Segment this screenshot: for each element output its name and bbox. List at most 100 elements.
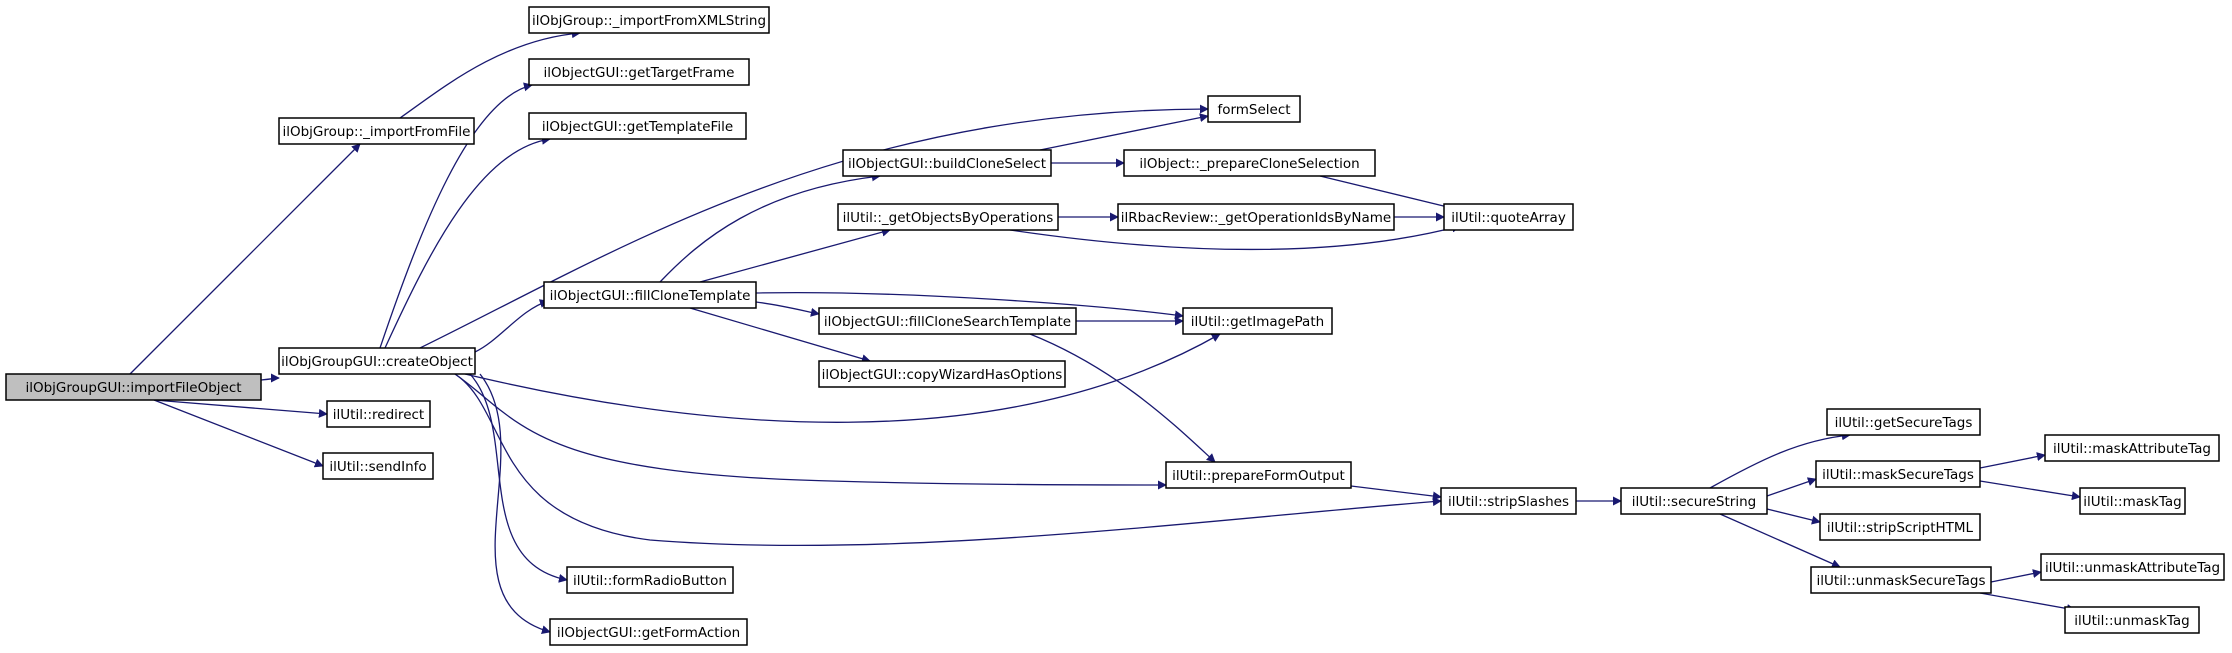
node-label: ilUtil::quoteArray <box>1451 210 1566 226</box>
edge-createObject-to-getTargetFrame <box>379 82 533 349</box>
node-label: ilUtil::stripScriptHTML <box>1827 520 1974 536</box>
graph-node-formSelect[interactable]: formSelect <box>1207 95 1301 123</box>
edge-fillCloneTemplate-to-buildCloneSelect <box>659 172 881 283</box>
node-box <box>1207 95 1301 123</box>
edge-createObject-to-stripSlashes <box>454 373 1442 547</box>
edge-createObject-to-prepareFormOutput <box>454 373 1167 490</box>
edge-secureString-to-stripScriptHTML <box>1766 508 1821 525</box>
graph-node-stripScriptHTML[interactable]: ilUtil::stripScriptHTML <box>1819 513 1981 541</box>
edge-unmaskSecureTags-to-unmaskAttributeTag <box>1990 569 2042 583</box>
graph-node-buildCloneSelect[interactable]: ilObjectGUI::buildCloneSelect <box>842 149 1052 177</box>
node-box <box>1620 487 1768 515</box>
graph-node-unmaskSecureTags[interactable]: ilUtil::unmaskSecureTags <box>1810 566 1992 594</box>
node-box <box>2064 606 2200 634</box>
graph-node-unmaskAttributeTag[interactable]: ilUtil::unmaskAttributeTag <box>2040 553 2225 581</box>
node-label: ilRbacReview::_getOperationIdsByName <box>1121 210 1391 226</box>
graph-node-getSecureTags[interactable]: ilUtil::getSecureTags <box>1826 408 1981 436</box>
graph-node-maskAttributeTag[interactable]: ilUtil::maskAttributeTag <box>2044 434 2220 462</box>
node-label: ilObject::_prepareCloneSelection <box>1139 156 1359 172</box>
node-label: ilObjectGUI::getTemplateFile <box>542 119 733 135</box>
edge-createObject-to-getFormAction <box>479 373 551 635</box>
node-label: ilUtil::stripSlashes <box>1448 494 1569 510</box>
node-label: ilObjGroup::_importFromFile <box>282 124 470 140</box>
node-box <box>1443 203 1574 231</box>
node-box <box>2079 487 2186 515</box>
edge-root-to-redirect <box>153 399 328 418</box>
node-box <box>1165 461 1352 489</box>
graph-node-redirect[interactable]: ilUtil::redirect <box>326 400 431 428</box>
graph-node-stripSlashes[interactable]: ilUtil::stripSlashes <box>1440 487 1577 515</box>
edge-createObject-to-fillCloneTemplate <box>474 299 549 353</box>
graph-node-fillCloneSearch[interactable]: ilObjectGUI::fillCloneSearchTemplate <box>818 307 1077 335</box>
graph-node-getOpIds[interactable]: ilRbacReview::_getOperationIdsByName <box>1117 203 1395 231</box>
node-box <box>2044 434 2220 462</box>
edge-fillCloneTemplate-to-copyWizard <box>689 307 871 364</box>
node-label: ilUtil::unmaskAttributeTag <box>2045 560 2220 576</box>
node-box <box>2040 553 2225 581</box>
node-box <box>5 373 262 401</box>
graph-node-sendInfo[interactable]: ilUtil::sendInfo <box>322 452 434 480</box>
graph-node-importFromXML[interactable]: ilObjGroup::_importFromXMLString <box>528 6 770 34</box>
edge-secureString-to-maskSecureTags <box>1766 477 1817 497</box>
node-box <box>528 6 770 34</box>
graph-node-unmaskTag[interactable]: ilUtil::unmaskTag <box>2064 606 2200 634</box>
graph-node-root[interactable]: ilObjGroupGUI::importFileObject <box>5 373 262 401</box>
graph-node-secureString[interactable]: ilUtil::secureString <box>1620 487 1768 515</box>
graph-node-getFormAction[interactable]: ilObjectGUI::getFormAction <box>549 618 748 646</box>
node-box <box>1815 460 1981 488</box>
graph-node-getImagePath[interactable]: ilUtil::getImagePath <box>1182 307 1333 335</box>
graph-node-importFromFile[interactable]: ilObjGroup::_importFromFile <box>278 117 475 145</box>
graph-node-getObjectsByOps[interactable]: ilUtil::_getObjectsByOperations <box>837 203 1059 231</box>
graph-node-maskSecureTags[interactable]: ilUtil::maskSecureTags <box>1815 460 1981 488</box>
edge-maskSecureTags-to-maskAttributeTag <box>1979 452 2046 469</box>
node-box <box>1826 408 1981 436</box>
graph-node-fillCloneTemplate[interactable]: ilObjectGUI::fillCloneTemplate <box>543 281 757 309</box>
graph-node-quoteArray[interactable]: ilUtil::quoteArray <box>1443 203 1574 231</box>
node-label: ilUtil::getImagePath <box>1191 314 1324 330</box>
node-label: ilUtil::_getObjectsByOperations <box>843 210 1054 226</box>
node-box <box>566 566 734 594</box>
node-label: ilObjectGUI::fillCloneTemplate <box>550 288 751 304</box>
node-label: ilUtil::maskTag <box>2083 494 2181 510</box>
graph-node-prepareClone[interactable]: ilObject::_prepareCloneSelection <box>1123 149 1376 177</box>
node-label: ilUtil::unmaskTag <box>2074 613 2190 629</box>
edge-secureString-to-getSecureTags <box>1709 431 1851 489</box>
graph-node-copyWizard[interactable]: ilObjectGUI::copyWizardHasOptions <box>818 360 1066 388</box>
graph-node-maskTag[interactable]: ilUtil::maskTag <box>2079 487 2186 515</box>
edge-maskSecureTags-to-maskTag <box>1979 480 2081 501</box>
node-label: ilUtil::unmaskSecureTags <box>1817 573 1986 589</box>
node-label: ilObjectGUI::fillCloneSearchTemplate <box>824 314 1071 330</box>
edge-secureString-to-unmaskSecureTags <box>1719 513 1841 568</box>
node-box <box>528 112 747 140</box>
edge-fillCloneTemplate-to-fillCloneSearch <box>755 301 820 317</box>
node-box <box>1819 513 1981 541</box>
node-label: formSelect <box>1217 102 1290 118</box>
node-box <box>528 58 750 86</box>
edge-createObject-to-getTemplateFile <box>384 135 551 349</box>
node-box <box>1117 203 1395 231</box>
nodes-layer: ilObjGroupGUI::importFileObject ilObjGrou… <box>5 6 2225 646</box>
node-label: ilUtil::maskAttributeTag <box>2053 441 2211 457</box>
node-box <box>818 360 1066 388</box>
edge-createObject-to-getImagePath <box>464 333 1221 423</box>
edge-getObjectsByOps-to-quoteArray <box>1009 223 1461 251</box>
node-label: ilUtil::sendInfo <box>329 459 426 475</box>
graph-node-getTargetFrame[interactable]: ilObjectGUI::getTargetFrame <box>528 58 750 86</box>
edge-createObject-to-formRadioButton <box>469 373 568 583</box>
node-label: ilObjectGUI::copyWizardHasOptions <box>822 367 1063 383</box>
graph-node-formRadioButton[interactable]: ilUtil::formRadioButton <box>566 566 734 594</box>
node-box <box>818 307 1077 335</box>
graph-node-getTemplateFile[interactable]: ilObjectGUI::getTemplateFile <box>528 112 747 140</box>
edge-root-to-createObject <box>260 373 280 383</box>
graph-node-createObject[interactable]: ilObjGroupGUI::createObject <box>278 347 476 375</box>
graph-node-prepareFormOutput[interactable]: ilUtil::prepareFormOutput <box>1165 461 1352 489</box>
node-box <box>837 203 1059 231</box>
node-label: ilObjectGUI::buildCloneSelect <box>848 156 1046 172</box>
edge-buildCloneSelect-to-formSelect <box>1039 113 1209 151</box>
node-box <box>1810 566 1992 594</box>
node-box <box>322 452 434 480</box>
node-label: ilUtil::formRadioButton <box>573 573 727 589</box>
edge-fillCloneSearch-to-prepareFormOutput <box>1029 333 1216 463</box>
node-label: ilObjGroupGUI::createObject <box>281 354 473 370</box>
